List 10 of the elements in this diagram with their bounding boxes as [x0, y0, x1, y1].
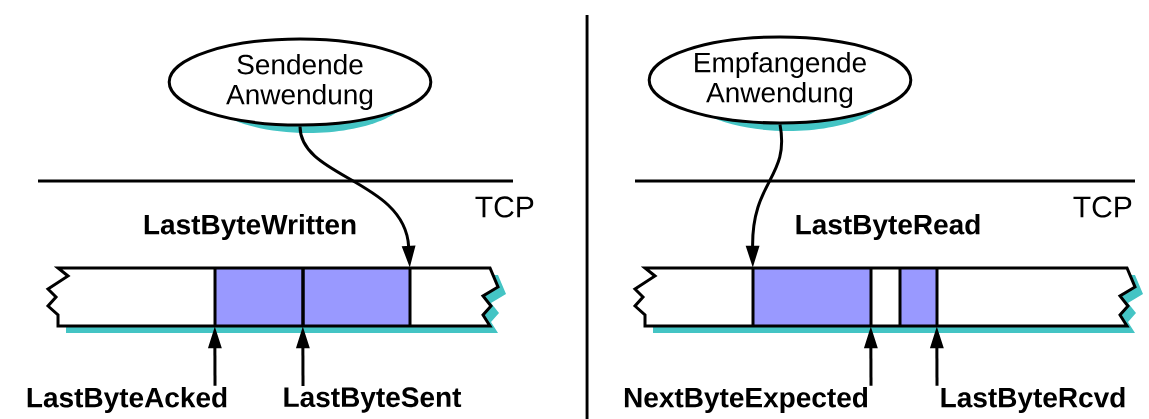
buffer-bar	[632, 266, 1143, 333]
pointer-label: LastByteSent	[284, 387, 462, 413]
edge-label: LastByteRead	[793, 212, 983, 242]
layer-label: TCP	[1073, 196, 1132, 218]
buffer-bar	[45, 266, 506, 333]
pointer-label: NextByteExpected	[624, 386, 868, 414]
edge-label: LastByteWritten	[141, 212, 359, 242]
layer-label: TCP	[475, 196, 534, 218]
pointer-label: LastByteAcked	[27, 386, 227, 414]
pointer-label: LastByteRcvd	[941, 386, 1125, 414]
